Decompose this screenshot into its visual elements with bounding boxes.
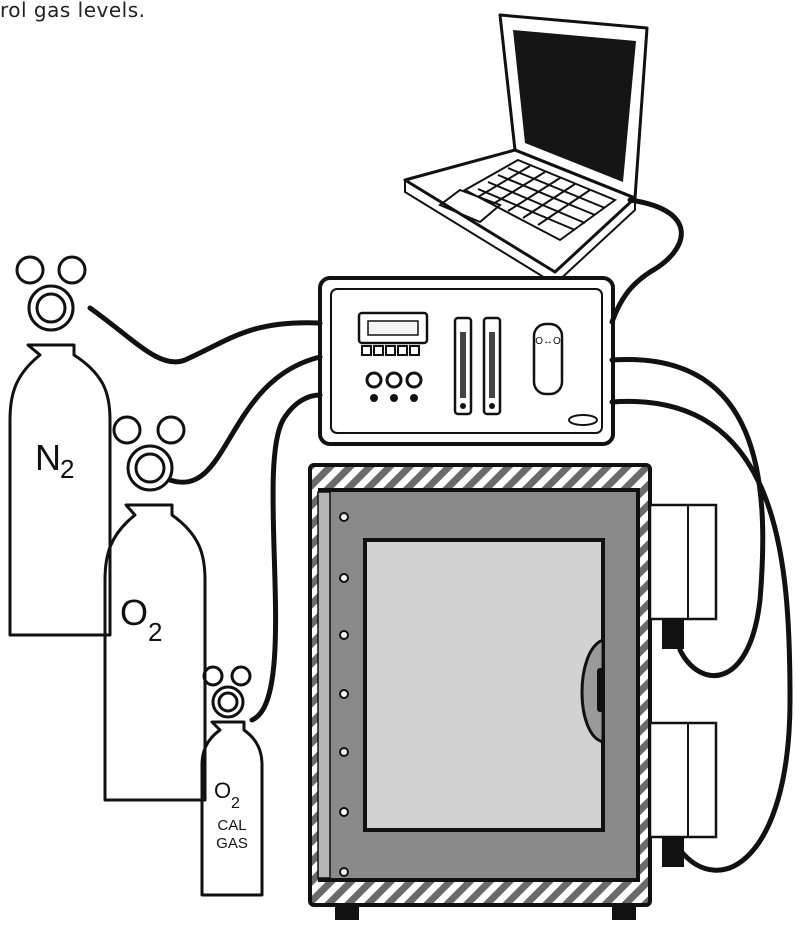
power-switch: O↔O: [532, 322, 564, 396]
switch-label: O↔O: [535, 336, 561, 347]
chamber-window: [363, 538, 605, 832]
cylinder-o2: O 2: [103, 415, 207, 802]
valve-knobs: [365, 371, 423, 402]
brand-badge: [568, 414, 598, 426]
gas-controller: O↔O: [318, 276, 615, 446]
flow-meter-left: [453, 316, 473, 416]
sensor-module-top: [648, 503, 718, 649]
laptop: [403, 13, 649, 286]
cylinder-n2-label: N: [35, 437, 61, 478]
cylinder-cal-label: O: [214, 778, 231, 803]
cylinder-n2: N 2: [8, 255, 112, 637]
sensor-module-bottom: [648, 721, 718, 867]
hoses: [87, 197, 793, 873]
cylinder-o2-label: O: [120, 592, 148, 633]
door-screws: [339, 512, 349, 877]
cylinder-o2-sub: 2: [148, 617, 162, 647]
cylinder-cal-line2: GAS: [216, 835, 248, 852]
door-handle: [580, 637, 605, 744]
cylinder-n2-sub: 2: [60, 454, 74, 484]
flow-meter-right: [482, 316, 502, 416]
cylinder-cal-sub: 2: [231, 795, 240, 812]
caption-text: rol gas levels.: [0, 0, 146, 22]
cylinder-cal-line1: CAL: [217, 817, 246, 834]
cylinder-cal-gas: O 2 CAL GAS: [200, 665, 264, 897]
incubator-chamber: [308, 463, 652, 920]
keypad: [361, 345, 420, 356]
